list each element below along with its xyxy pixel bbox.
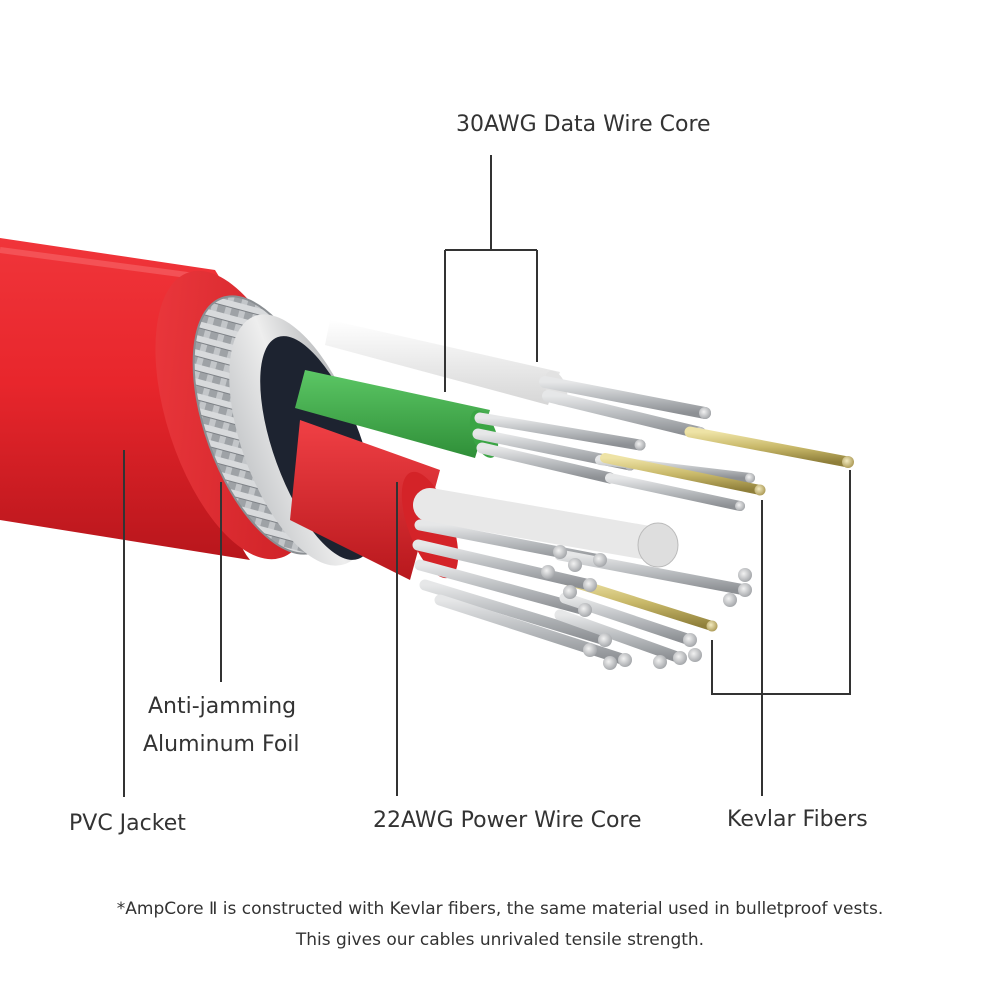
label-pvc-jacket: PVC Jacket — [69, 811, 186, 836]
data-wire-strands — [472, 376, 755, 511]
callout-lines — [123, 155, 851, 797]
footnote-line1: *AmpCore Ⅱ is constructed with Kevlar fi… — [116, 899, 884, 919]
label-power-wire-core: 22AWG Power Wire Core — [373, 808, 642, 833]
callout-data-wire — [444, 155, 538, 392]
label-kevlar-fibers: Kevlar Fibers — [727, 807, 868, 832]
label-foil-line1: Anti-jamming — [148, 694, 297, 719]
label-foil-line2: Aluminum Foil — [143, 732, 300, 757]
callout-kevlar — [711, 470, 851, 796]
footnote-line2: This gives our cables unrivaled tensile … — [295, 930, 705, 950]
label-data-wire-core: 30AWG Data Wire Core — [456, 112, 711, 137]
power-wire-strands — [412, 488, 752, 670]
